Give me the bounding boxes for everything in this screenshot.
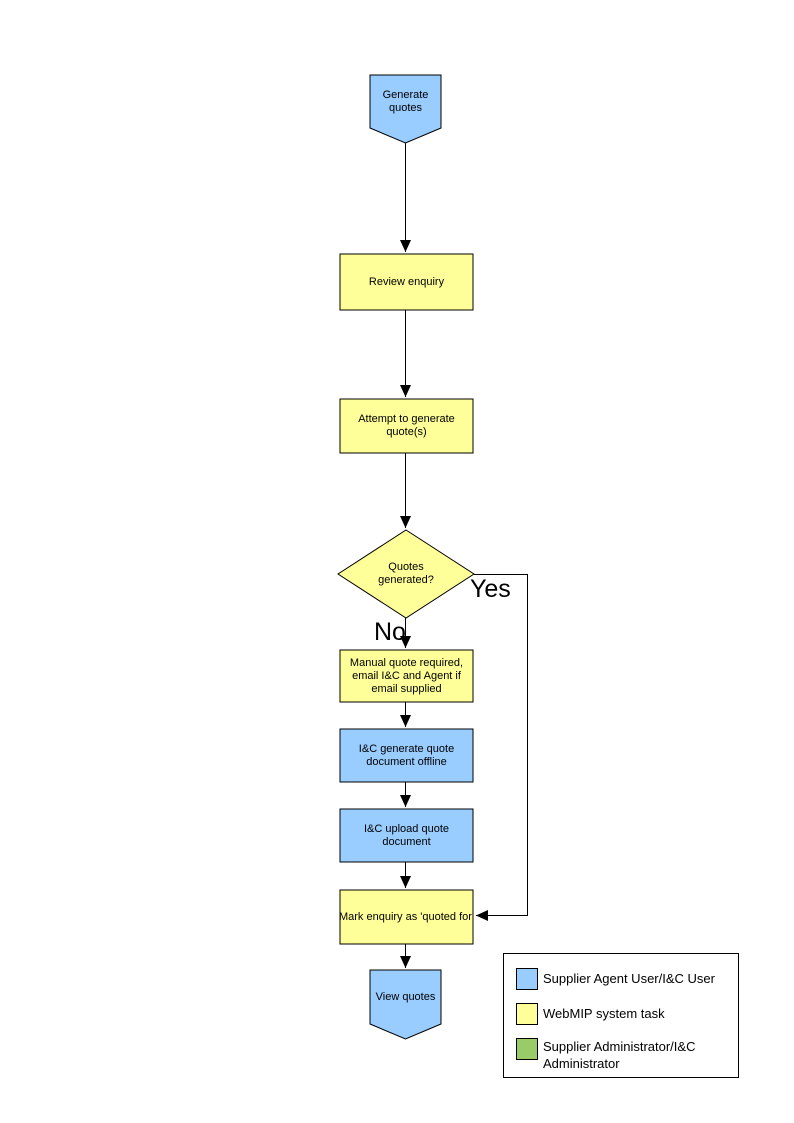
decision-diamond-shape: [337, 529, 475, 619]
legend-swatch-system-task: [516, 1003, 538, 1025]
legend-swatch-user-task-rect: [516, 968, 538, 990]
no-branch-label: No: [374, 618, 406, 646]
legend-swatch-system-task-rect: [516, 1003, 538, 1025]
decision-node-label: Quotes generated?: [378, 561, 434, 586]
connector-lines: [400, 143, 528, 968]
end-node-label: View quotes: [375, 991, 436, 1003]
end-node-shape: [369, 969, 442, 1040]
generate-offline-node-shape: [339, 728, 474, 783]
review-node-shape: [339, 253, 474, 311]
legend-label-admin-task: Supplier Administrator/I&C Administrator: [543, 1039, 696, 1071]
upload-node-shape: [339, 808, 474, 863]
legend-swatch-admin-task-rect: [516, 1038, 538, 1060]
upload-node-label: I&C upload quote document: [363, 822, 449, 848]
generate-offline-node-label: I&C generate quote document offline: [358, 742, 455, 768]
start-node-shape: [369, 74, 442, 144]
manual-node-shape: [339, 649, 474, 703]
yes-branch-label: Yes: [470, 575, 511, 603]
start-node-label: Generate quotes: [382, 88, 429, 114]
mark-node-label: Mark enquiry as 'quoted for': [338, 910, 475, 923]
legend-label-system-task: WebMIP system task: [543, 1006, 665, 1021]
mark-node-shape: [339, 889, 474, 945]
attempt-node-shape: [339, 398, 474, 454]
legend-swatch-admin-task: [516, 1038, 538, 1060]
review-node-label: Review enquiry: [368, 275, 445, 288]
connector-yes-branch: [474, 574, 528, 921]
manual-node-label: Manual quote required, email I&C and Age…: [349, 656, 464, 695]
legend: Supplier Agent User/I&C User WebMIP syst…: [503, 953, 739, 1078]
legend-label-user-task: Supplier Agent User/I&C User: [543, 971, 715, 986]
attempt-node-label: Attempt to generate quote(s): [358, 413, 455, 438]
legend-swatch-user-task: [516, 968, 538, 990]
